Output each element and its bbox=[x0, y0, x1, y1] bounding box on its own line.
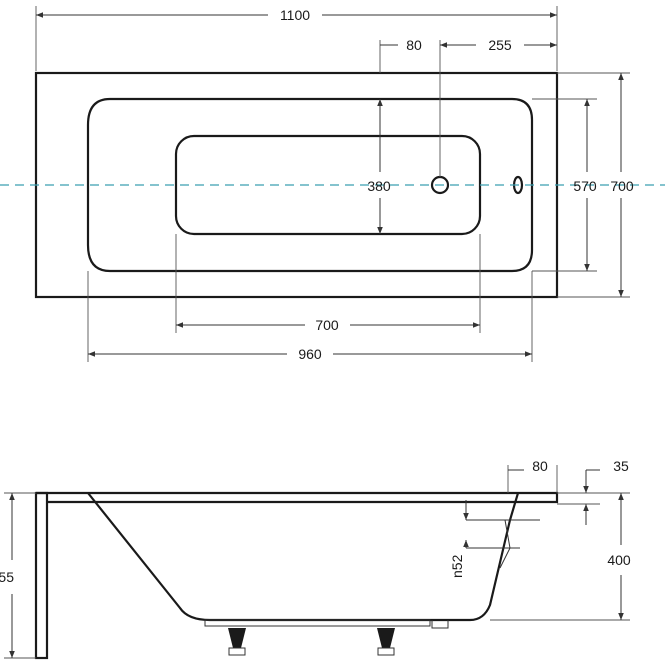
dim-overflow-height: n52 bbox=[449, 554, 465, 578]
dim-drain-offset: 255 bbox=[488, 37, 512, 53]
dim-overflow-offset: 80 bbox=[406, 37, 422, 53]
top-view: 1100 80 255 380 570 700 700 bbox=[0, 6, 665, 362]
tub-basin-profile bbox=[87, 492, 520, 622]
dim-total-height: 555 bbox=[0, 569, 14, 585]
dim-overall-width: 700 bbox=[610, 178, 634, 194]
tub-rim-profile bbox=[36, 491, 559, 504]
dim-basin-depth: 400 bbox=[607, 552, 631, 568]
front-panel bbox=[34, 491, 49, 660]
dim-basin-width: 570 bbox=[573, 178, 597, 194]
foot-right-icon bbox=[377, 628, 395, 648]
tub-outer-rim bbox=[34, 71, 559, 299]
dim-basin-length: 960 bbox=[298, 346, 322, 362]
dim-inner-width: 380 bbox=[367, 178, 391, 194]
dim-rim-thickness: 35 bbox=[613, 458, 629, 474]
dim-inner-length: 700 bbox=[315, 317, 339, 333]
overflow-detail bbox=[466, 519, 540, 569]
drain-outlet-icon bbox=[431, 620, 449, 629]
dim-overall-length: 1100 bbox=[280, 7, 310, 23]
tub-basin-outline bbox=[86, 97, 534, 273]
support-frame bbox=[204, 619, 431, 627]
foot-left-icon bbox=[228, 628, 246, 648]
tub-inner-bottom bbox=[174, 134, 482, 236]
side-view: 555 80 35 400 n52 bbox=[0, 458, 631, 660]
dim-rim-offset: 80 bbox=[532, 458, 548, 474]
